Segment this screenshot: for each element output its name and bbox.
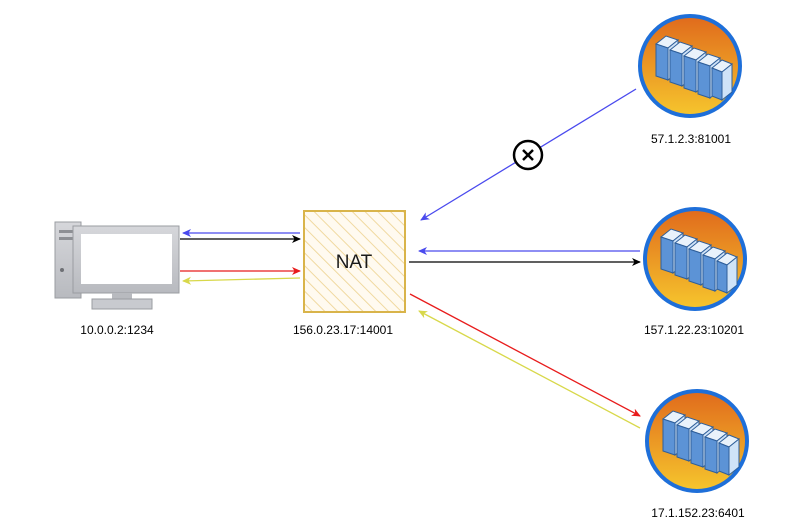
blocked-circle-x-icon [512,139,544,171]
server-2-address-label: 157.1.22.23:10201 [644,323,744,337]
nat-to-server-3-red-arrow [409,293,641,417]
nat-box: NAT [303,210,406,313]
client-address-label: 10.0.0.2:1234 [80,323,154,337]
server-icon [645,389,749,493]
nat-to-client-yellow-arrow [182,276,301,285]
server-3-address-label: 17.1.152.23:6401 [651,506,745,520]
nat-label: NAT [336,252,373,273]
server-1-address-label: 57.1.2.3:81001 [651,132,731,146]
server-icon [638,14,742,118]
nat-address-label: 156.0.23.17:14001 [293,323,393,337]
server-3-to-nat-yellow-arrow [418,310,641,429]
computer-icon [54,221,180,310]
server-icon [643,207,747,311]
